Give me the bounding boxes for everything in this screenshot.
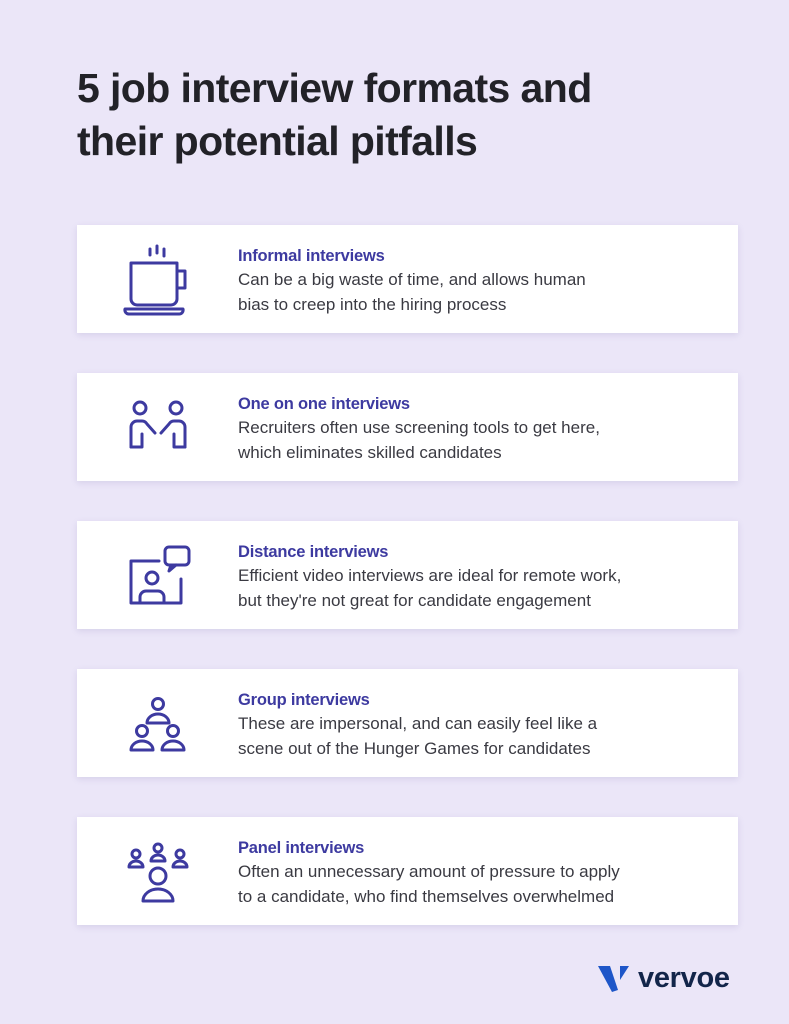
card-heading: Informal interviews (238, 247, 385, 265)
logo-text: vervoe (638, 962, 730, 994)
card-informal-interviews: Informal interviews Can be a big waste o… (77, 225, 738, 333)
card-heading: Panel interviews (238, 839, 365, 857)
panel-icon (117, 833, 197, 909)
card-description: Often an unnecessary amount of pressure … (238, 862, 620, 906)
card-description: These are impersonal, and can easily fee… (238, 714, 598, 758)
card-heading: Group interviews (238, 691, 370, 709)
video-call-icon (117, 537, 197, 613)
card-distance-interviews: Distance interviews Efficient video inte… (77, 521, 738, 629)
coffee-cup-icon (117, 241, 197, 317)
group-icon (117, 685, 197, 761)
title-line-2: their potential pitfalls (77, 118, 478, 164)
card-description: Efficient video interviews are ideal for… (238, 566, 622, 610)
vervoe-v-logo-icon (598, 966, 629, 992)
page-title: 5 job interview formats and their potent… (77, 62, 717, 168)
card-heading: One on one interviews (238, 395, 410, 413)
card-heading: Distance interviews (238, 543, 389, 561)
title-line-1: 5 job interview formats and (77, 65, 592, 111)
card-panel-interviews: Panel interviews Often an unnecessary am… (77, 817, 738, 925)
two-people-handshake-icon (117, 389, 197, 465)
card-group-interviews: Group interviews These are impersonal, a… (77, 669, 738, 777)
card-description: Can be a big waste of time, and allows h… (238, 270, 586, 314)
vervoe-logo: vervoe (598, 961, 730, 995)
card-description: Recruiters often use screening tools to … (238, 418, 600, 462)
card-one-on-one-interviews: One on one interviews Recruiters often u… (77, 373, 738, 481)
